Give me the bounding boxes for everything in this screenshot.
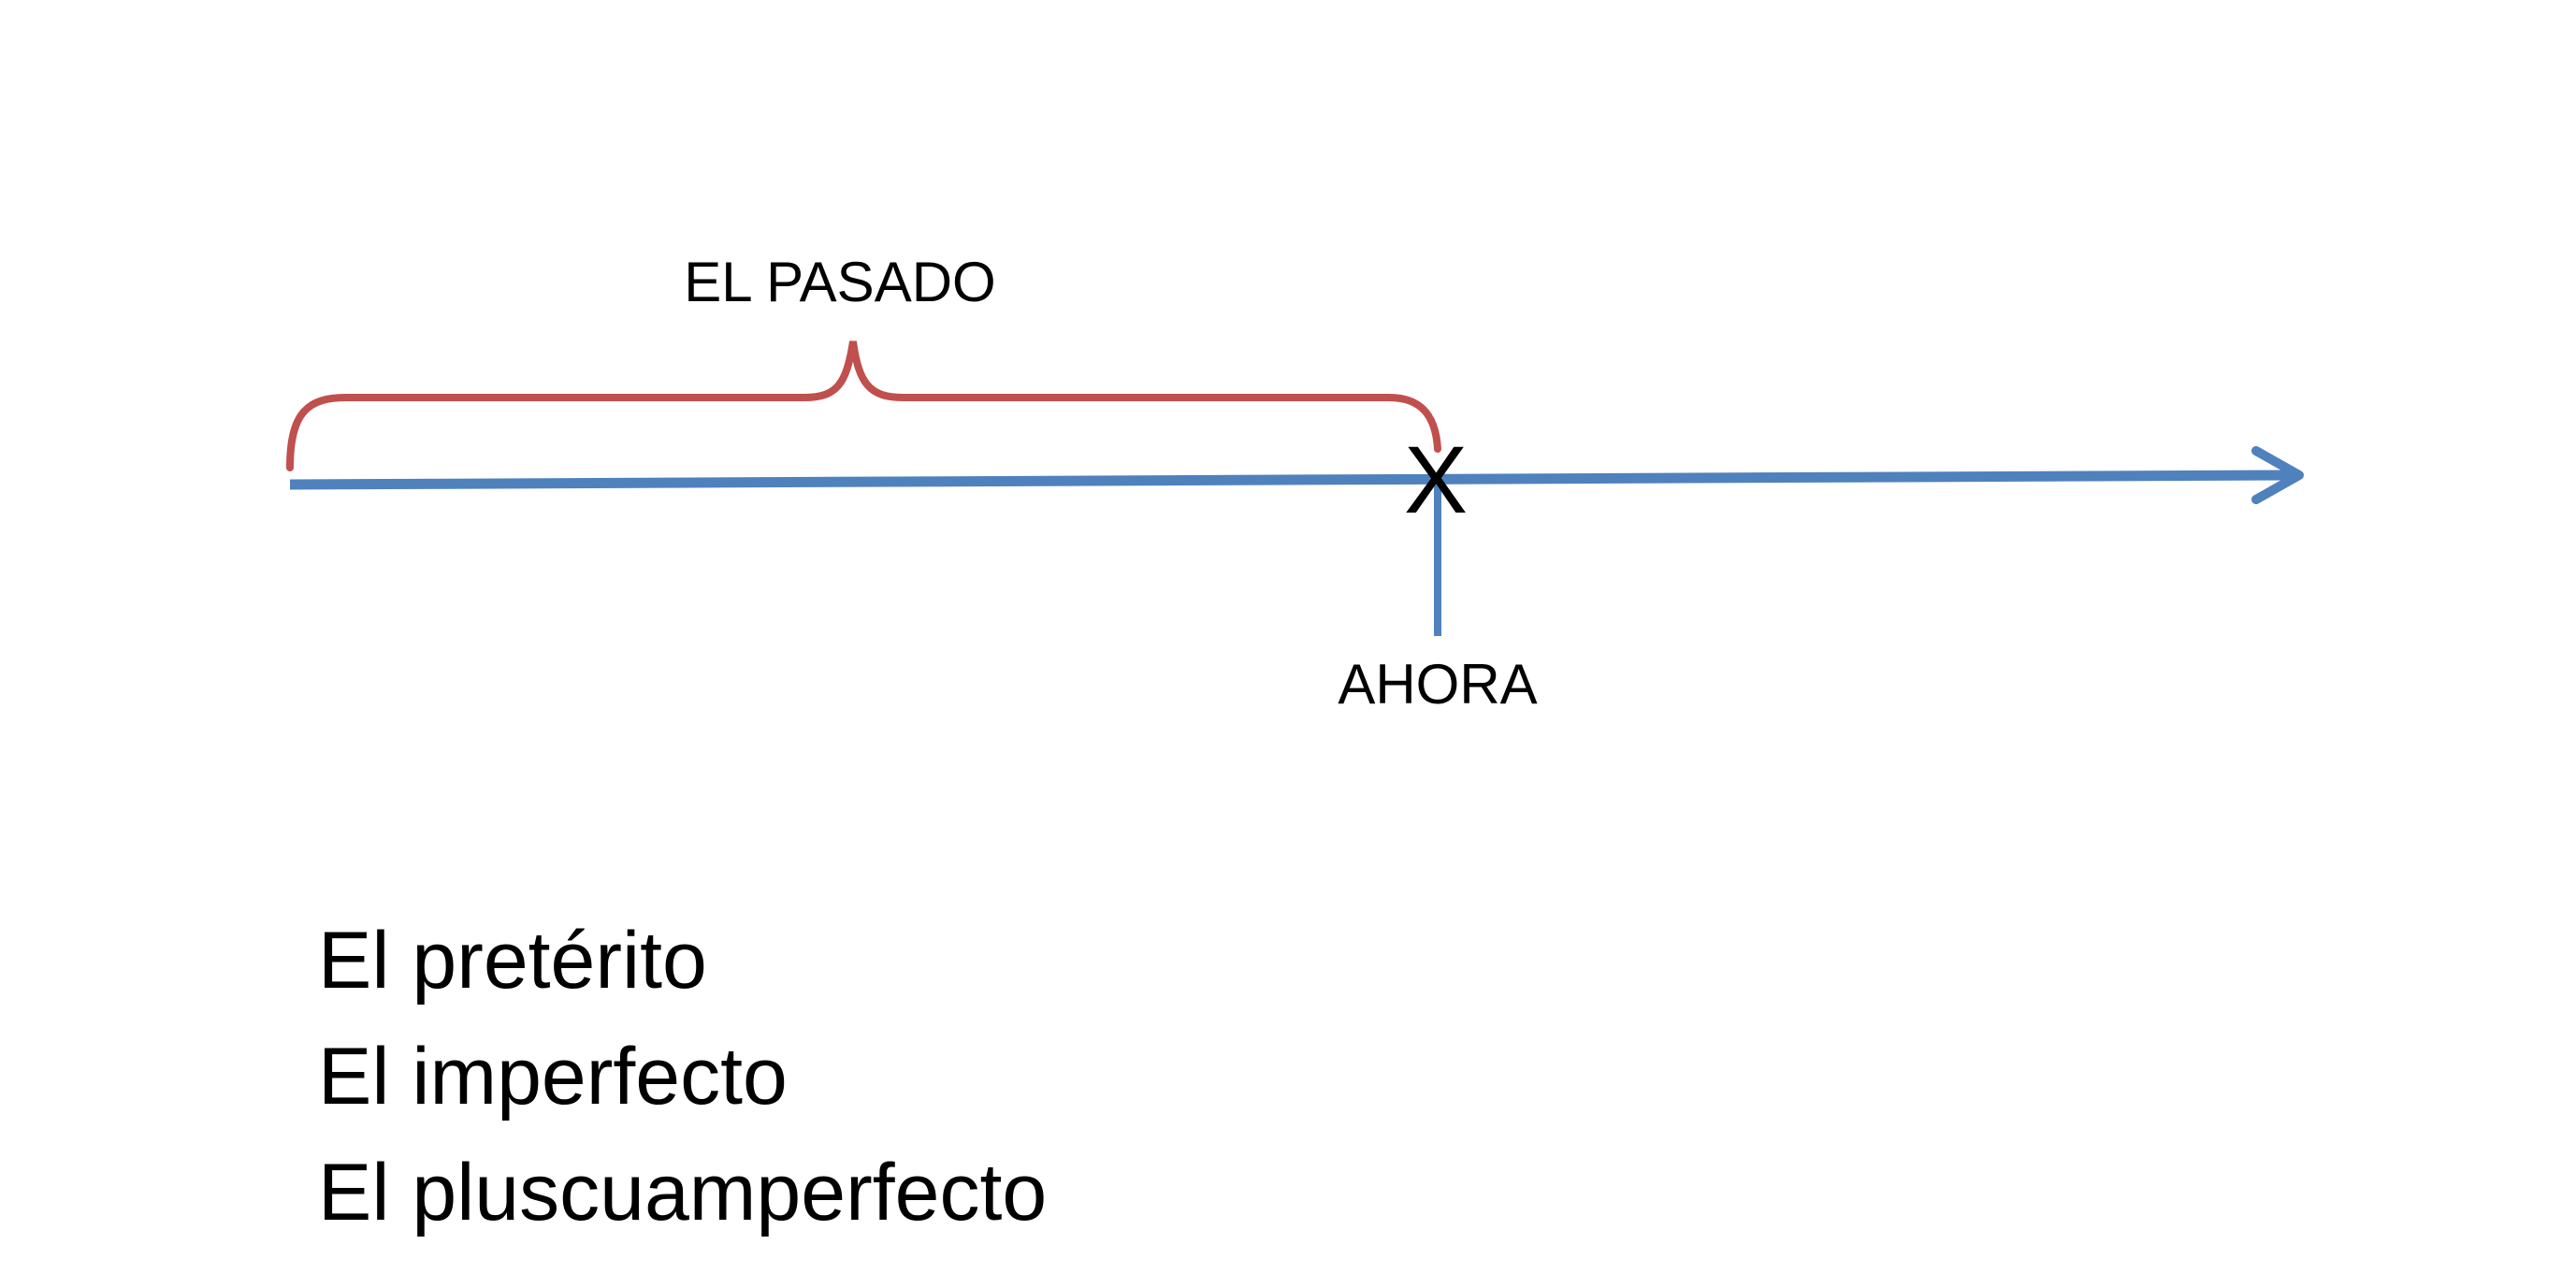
past-brace [286, 340, 1441, 471]
now-marker: X [1404, 427, 1468, 533]
timeline-line [289, 470, 2293, 490]
tense-item-preterito: El pretérito [318, 916, 707, 1006]
tense-list: El pretérito El imperfecto El pluscuampe… [318, 903, 1047, 1251]
now-label: AHORA [1338, 653, 1537, 716]
tense-item-pluscuamperfecto: El pluscuamperfecto [318, 1148, 1048, 1237]
past-label: EL PASADO [684, 251, 995, 313]
timeline-arrowhead [2251, 446, 2304, 504]
tense-item-imperfecto: El imperfecto [318, 1032, 788, 1122]
